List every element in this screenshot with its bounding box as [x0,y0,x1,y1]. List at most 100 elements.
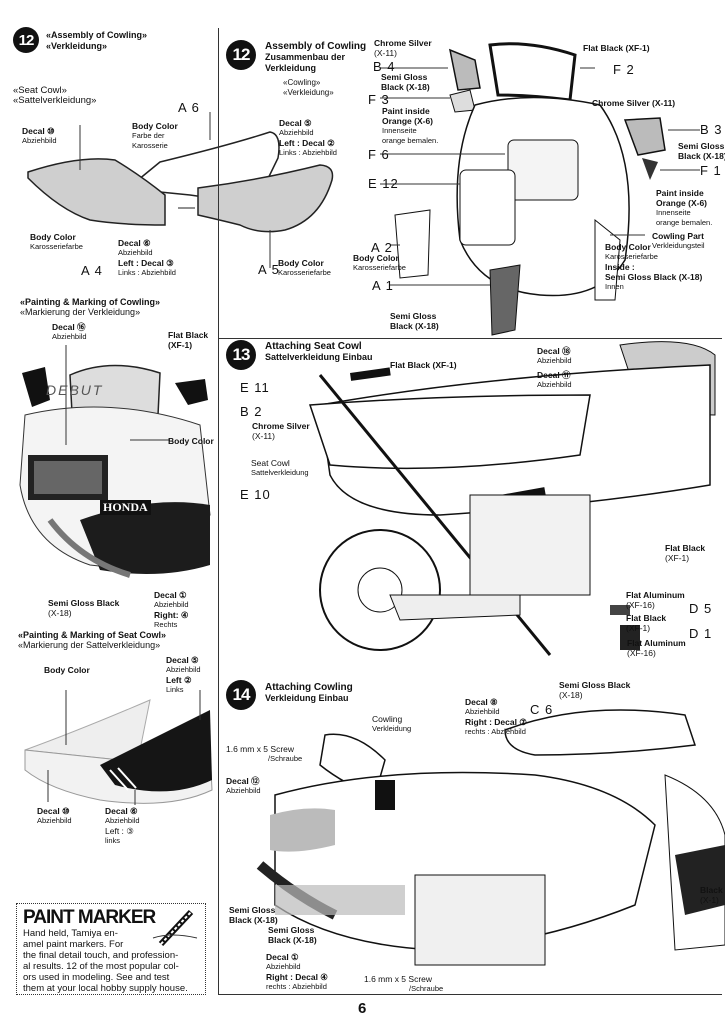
step-13-heading: Attaching Seat Cowl Sattelverkleidung Ei… [265,341,373,363]
heading-de: Sattelverkleidung Einbau [265,352,373,362]
heading-de: Verkleidung Einbau [265,693,349,703]
painting-seat-cowl-heading: «Painting & Marking of Seat Cowl» «Marki… [18,630,166,650]
part-f1-label: F 1 [700,163,722,178]
debut-logo: DEBUT [46,382,104,398]
part-d5-label: D 5 [689,601,713,616]
step-14-frame [218,664,722,995]
cowling-flat-black-label: Flat Black (XF-1) [168,330,209,350]
seat-cowl-decal-6-label: Decal ⑥ Abziehbild Left : Decal ③ Links … [118,238,176,277]
black-x1-label: Black (X-1) [700,885,723,905]
part-b3-label: B 3 [700,122,723,137]
heading-en: Attaching Cowling [265,682,353,693]
semi-gloss-lower-left-label: Semi Gloss Black (X-18) [229,905,278,925]
screw-bottom-label: 1.6 mm x 5 Screw /Schraube [364,974,444,993]
part-a2-label: A 2 [371,240,393,255]
semi-gloss-a1-label: Semi Gloss Black (X-18) [390,311,439,331]
seat-cowl-parts-drawing [27,112,334,268]
heading-en: Attaching Seat Cowl [265,341,362,352]
part-f2-label: F 2 [613,62,635,77]
seat-cowl-decal-5-label: Decal ⑤ Abziehbild Left : Decal ② Links … [279,118,337,157]
page-number: 6 [358,1000,367,1017]
decal-18-label: Decal ⑱ Abziehbild [537,346,572,365]
part-f3-label: F 3 [368,92,390,107]
seat-cowl-decal-10-mark-label: Decal ⑩ Abziehbild [37,806,72,825]
flat-aluminum-d1-label: Flat Aluminum (XF-16) [627,638,686,658]
part-f6-label: F 6 [368,147,390,162]
chrome-silver-b4-label: Chrome Silver (X-11) [374,38,432,58]
body-color-a2-label: Body Color Karosseriefarbe [353,253,406,272]
flat-aluminum-d5-label: Flat Aluminum (XF-16) [626,590,685,610]
heading-en: «Painting & Marking of Seat Cowl» [18,630,167,640]
cowling-semi-gloss-label: Semi Gloss Black (X-18) [48,598,120,618]
heading-de: Zusammenbau der [265,52,346,62]
flat-black-d1-label: Flat Black (XF-1) [626,613,667,633]
part-a1-label: A 1 [372,278,394,293]
paint-marker-title: PAINT MARKER [23,907,156,928]
chrome-silver-b2-label: Chrome Silver (X-11) [252,421,310,441]
step-12-heading: Assembly of Cowling Zusammenbau der Verk… [265,41,367,73]
step-12-badge-small: 12 [13,27,39,53]
step-13-badge: 13 [226,340,256,370]
semi-gloss-b4-label: Semi Gloss Black (X-18) [381,72,430,92]
seat-cowl-photo [24,690,213,805]
flat-black-e11-label: Flat Black (XF-1) [390,360,457,370]
semi-gloss-b3-label: Semi Gloss Black (X-18) [678,141,725,161]
step-14-badge: 14 [226,680,256,710]
cowling-photo [19,345,211,578]
body-color-a4-label: Body Color Karosseriefarbe [30,232,83,251]
painting-cowling-heading: «Painting & Marking of Cowling» «Markier… [20,297,160,317]
paint-inside-f1-label: Paint inside Orange (X-6) Innenseite ora… [656,188,713,227]
decal-1-step14-label: Decal ① Abziehbild Right : Decal ④ recht… [266,952,328,991]
part-b4-label: B 4 [373,59,396,74]
seat-cowl-decal-5-mark-label: Decal ⑤ Abziehbild Left ② Links [166,655,201,694]
step-12-frame [218,28,722,339]
paint-marker-text: Hand held, Tamiya en- amel paint markers… [23,928,188,994]
step-12-badge: 12 [226,40,256,70]
part-a6-label: A 6 [178,100,200,115]
heading-en: «Seat Cowl» [13,85,67,96]
decal-8-label: Decal ⑧ Abziehbild Right : Decal ⑦ recht… [465,697,527,736]
cowling-part-step14-label: Cowling Verkleidung [372,714,412,733]
heading-en: «Assembly of Cowling» [46,30,148,40]
cowling-assembly-drawing [380,42,700,336]
part-a5-label: A 5 [258,262,280,277]
flat-black-frame-label: Flat Black (XF-1) [665,543,706,563]
decal-11-label: Decal ⑪ Abziehbild [537,370,572,389]
step-13-frame [218,338,722,664]
body-color-a5-label: Body Color Karosseriefarbe [278,258,331,277]
paint-marker-ad: PAINT MARKER Hand held, Tamiya en- amel … [16,903,206,995]
step-12-small-heading: «Assembly of Cowling» «Verkleidung» [46,30,147,52]
decal-12-label: Decal ⑫ Abziehbild [226,776,261,795]
part-a4-label: A 4 [81,263,103,278]
paint-inside-f3-label: Paint inside Orange (X-6) Innenseite ora… [382,106,439,145]
body-color-a6-label: Body Color Farbe der Karosserie [132,121,178,150]
heading-de: «Sattelverkleidung» [13,95,97,106]
seat-cowl-decal-6-mark-label: Decal ⑥ Abziehbild Left : ③ links [105,806,140,845]
seat-cowl-heading: «Seat Cowl» «Sattelverkleidung» [13,86,96,106]
cowling-body-color-label: Body Color [168,436,214,446]
heading-de: «Markierung der Verkleidung» [20,307,141,317]
body-color-cowling-label: Body Color Karosseriefarbe Inside : Semi… [605,242,703,291]
heading-de: «Markierung der Sattelverkleidung» [18,640,161,650]
flat-black-f2-label: Flat Black (XF-1) [583,43,650,53]
semi-gloss-seat-label: Semi Gloss Black (X-18) [559,680,631,700]
seat-cowl-part-label: Seat Cowl Sattelverkleidung [251,458,309,477]
part-b2-label: B 2 [240,404,263,419]
seat-cowl-decal-10-label: Decal ⑩ Abziehbild [22,126,57,145]
heading-de: «Verkleidung» [46,41,108,51]
part-e10-label: E 10 [240,487,271,502]
cowling-part-label: Cowling Part Verkleidungsteil [652,231,705,250]
heading-en: «Painting & Marking of Cowling» [20,297,161,307]
semi-gloss-lower-mid-label: Semi Gloss Black (X-18) [268,925,317,945]
part-e12-label: E 12 [368,176,399,191]
seat-cowl-body-color-label: Body Color [44,665,90,675]
part-d1-label: D 1 [689,626,713,641]
part-c6-label: C 6 [530,702,554,717]
step-14-heading: Attaching Cowling Verkleidung Einbau [265,682,353,704]
heading-en: Assembly of Cowling [265,41,367,52]
cowling-decal-16-label: Decal ⑯ Abziehbild [52,322,87,341]
paint-marker-pen-icon [152,909,198,947]
honda-logo: HONDA [100,500,151,515]
chrome-silver-b3-label: Chrome Silver (X-11) [592,98,676,108]
screw-top-label: 1.6 mm x 5 Screw /Schraube [226,744,303,763]
